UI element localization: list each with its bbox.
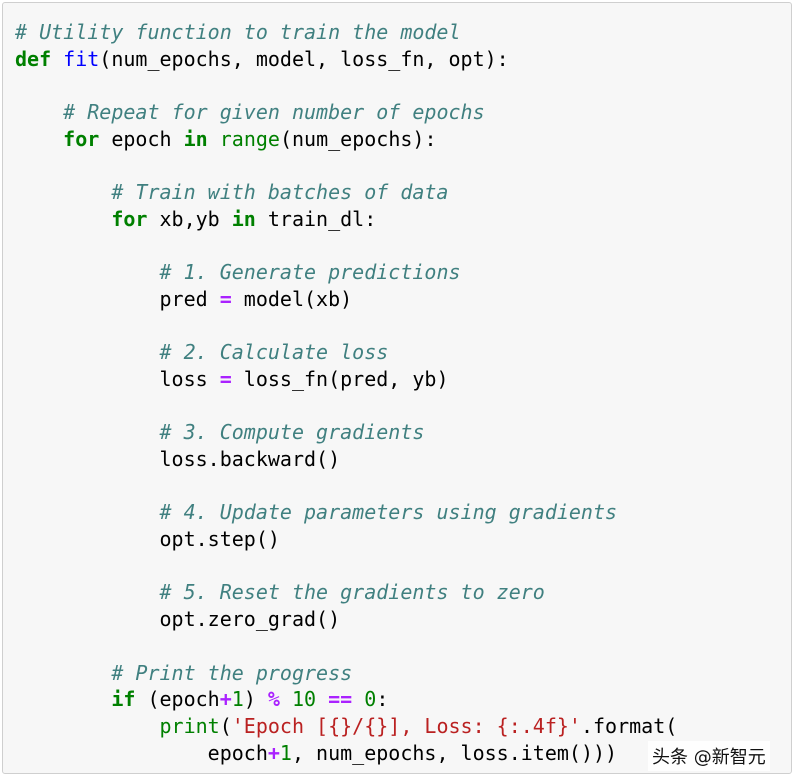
code-token-plain xyxy=(15,100,63,124)
code-token-comment: # 4. Update parameters using gradients xyxy=(159,500,618,525)
code-token-plain: loss_fn(pred, yb) xyxy=(231,366,449,391)
code-token-plain: opt.step() xyxy=(15,527,280,552)
code-line: # Train with batches of data xyxy=(15,179,677,206)
code-token-keyword: if xyxy=(111,687,136,712)
code-line xyxy=(15,233,677,260)
code-token-number: 0 xyxy=(364,687,377,712)
code-token-comment: # 1. Generate predictions xyxy=(159,260,461,285)
code-token-number: 10 xyxy=(292,687,317,712)
code-line: pred = model(xb) xyxy=(15,286,677,313)
code-token-operator: = xyxy=(219,286,232,311)
code-token-plain xyxy=(15,580,160,604)
code-token-keyword: for xyxy=(63,126,100,151)
code-token-plain: loss.backward() xyxy=(15,447,341,471)
code-line: if (epoch+1) % 10 == 0: xyxy=(15,686,677,713)
code-line: for xb,yb in train_dl: xyxy=(15,206,677,233)
code-token-comment: # 3. Compute gradients xyxy=(159,420,425,445)
code-token-keyword: in xyxy=(183,126,208,151)
code-token-plain: pred xyxy=(15,286,220,311)
code-token-plain: xb,yb xyxy=(147,206,232,231)
code-line xyxy=(15,473,677,500)
code-token-number: 1 xyxy=(279,740,292,765)
watermark: 头条 @新智元 xyxy=(648,741,770,771)
code-line: opt.step() xyxy=(15,526,677,553)
code-line xyxy=(15,393,677,420)
code-token-plain xyxy=(51,47,63,71)
code-line: # Print the progress xyxy=(15,660,677,687)
code-line xyxy=(15,152,677,179)
code-token-plain xyxy=(15,500,160,524)
code-token-plain xyxy=(15,420,160,444)
code-token-plain xyxy=(316,687,328,711)
code-token-keyword: for xyxy=(111,206,148,231)
code-token-comment: # Repeat for given number of epochs xyxy=(63,100,485,125)
code-token-operator: == xyxy=(328,687,353,712)
code-token-comment: # 2. Calculate loss xyxy=(159,340,389,365)
code-token-plain: epoch xyxy=(15,740,268,765)
code-line: # 4. Update parameters using gradients xyxy=(15,499,677,526)
code-token-operator: % xyxy=(267,687,280,712)
code-line: # 3. Compute gradients xyxy=(15,419,677,446)
code-token-plain: ( xyxy=(219,713,232,738)
code-line: # 5. Reset the gradients to zero xyxy=(15,579,677,606)
code-token-operator: + xyxy=(219,687,232,712)
code-line: for epoch in range(num_epochs): xyxy=(15,126,677,153)
code-line xyxy=(15,553,677,580)
code-token-comment: # Utility function to train the model xyxy=(15,20,461,44)
code-token-plain xyxy=(15,714,160,738)
code-token-plain: (num_epochs, model, loss_fn, opt): xyxy=(99,46,509,71)
code-token-plain: ) xyxy=(243,687,268,712)
code-token-plain: .format( xyxy=(580,713,678,738)
code-line: epoch+1, num_epochs, loss.item())) xyxy=(15,740,677,767)
code-line: # 1. Generate predictions xyxy=(15,259,677,286)
code-line: # 2. Calculate loss xyxy=(15,339,677,366)
code-token-plain xyxy=(15,340,160,364)
code-token-plain xyxy=(280,687,292,711)
code-token-plain: , num_epochs, loss.item())) xyxy=(291,740,618,765)
code-token-plain xyxy=(15,207,111,231)
code-token-plain xyxy=(15,127,63,151)
code-token-keyword: in xyxy=(231,206,256,231)
code-token-builtin: range xyxy=(219,126,280,151)
code-line xyxy=(15,633,677,660)
code-token-operator: + xyxy=(267,740,280,765)
code-line: # Repeat for given number of epochs xyxy=(15,99,677,126)
code-token-operator: = xyxy=(219,366,232,391)
code-token-plain xyxy=(15,661,111,685)
code-line: loss = loss_fn(pred, yb) xyxy=(15,366,677,393)
code-line xyxy=(15,72,677,99)
code-line: def fit(num_epochs, model, loss_fn, opt)… xyxy=(15,46,677,73)
code-token-plain xyxy=(15,687,111,711)
code-token-plain: opt.zero_grad() xyxy=(15,607,341,632)
code-token-plain: model(xb) xyxy=(231,286,353,311)
code-token-plain xyxy=(15,260,160,284)
code-token-plain xyxy=(15,180,111,204)
code-token-keyword: def xyxy=(15,46,52,71)
code-token-plain: epoch xyxy=(99,126,184,151)
code-token-builtin: print xyxy=(159,713,220,738)
code-line: # Utility function to train the model xyxy=(15,19,677,46)
code-token-comment: # 5. Reset the gradients to zero xyxy=(159,580,545,605)
code-line: print('Epoch [{}/{}], Loss: {:.4f}'.form… xyxy=(15,713,678,740)
code-line xyxy=(15,313,677,340)
code-token-number: 1 xyxy=(231,687,244,712)
code-token-comment: # Print the progress xyxy=(111,660,353,685)
code-token-funcname: fit xyxy=(63,46,100,71)
code-token-plain: (epoch xyxy=(135,687,220,712)
code-line: opt.zero_grad() xyxy=(15,606,677,633)
code-token-plain: : xyxy=(376,687,389,712)
code-token-plain: (num_epochs): xyxy=(279,126,437,151)
code-token-plain xyxy=(208,127,220,151)
code-token-plain xyxy=(352,687,364,711)
code-token-string: 'Epoch [{}/{}], Loss: {:.4f}' xyxy=(231,713,581,738)
code-token-comment: # Train with batches of data xyxy=(111,180,449,205)
code-token-plain: train_dl: xyxy=(255,206,377,231)
code-line: loss.backward() xyxy=(15,446,677,473)
code-token-plain: loss xyxy=(15,366,220,391)
